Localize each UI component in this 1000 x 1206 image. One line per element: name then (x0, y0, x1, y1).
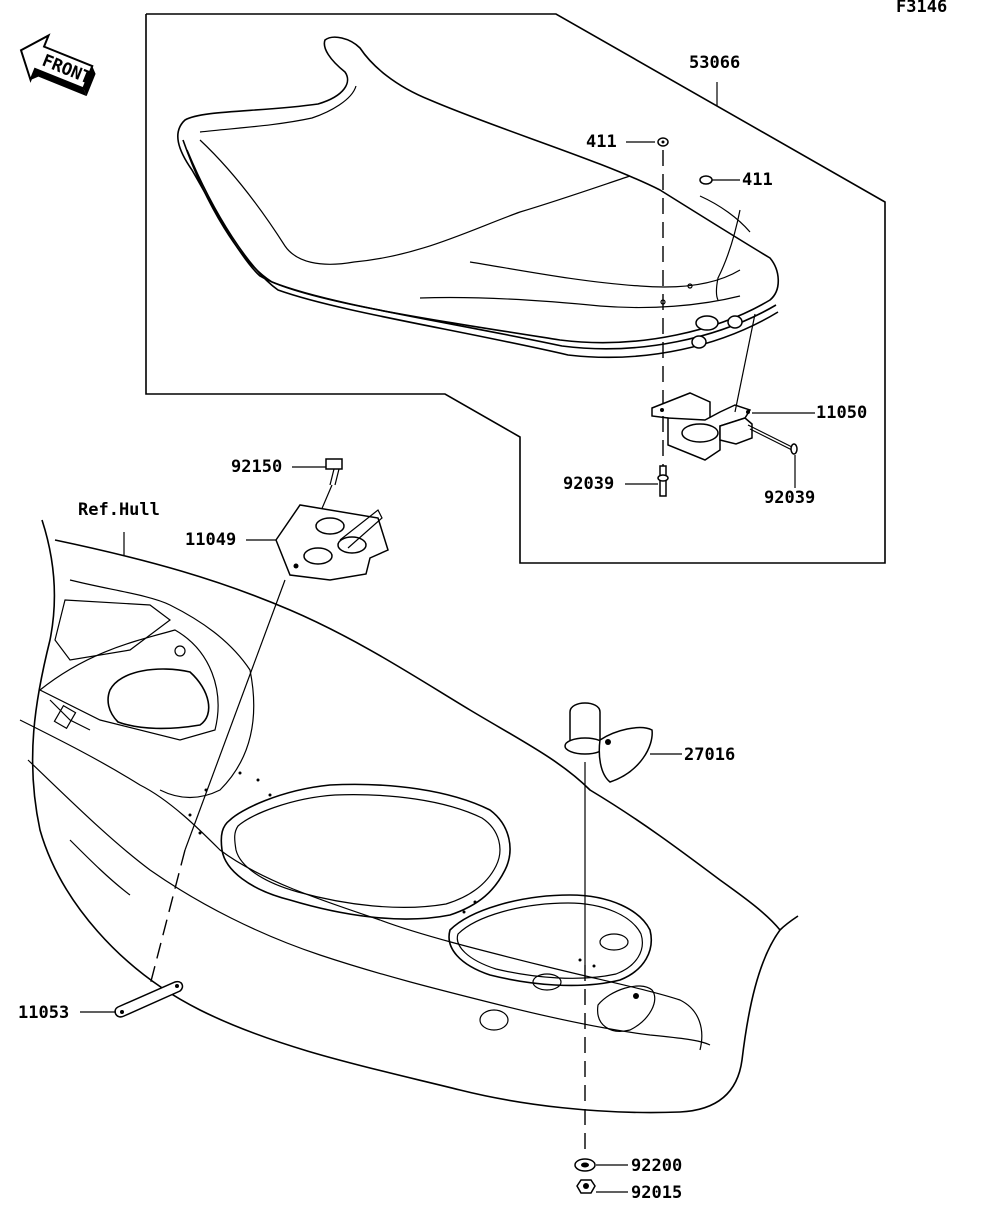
hull (19, 519, 799, 1114)
washer-92200 (574, 1158, 596, 1172)
plate-11049 (275, 504, 389, 581)
callout-92150: 92150 (231, 457, 282, 477)
front-arrow-icon: FRONT (19, 33, 96, 97)
callout-11050: 11050 (816, 403, 867, 423)
diagram-id: F3146 (896, 0, 947, 17)
callout-92015: 92015 (631, 1183, 682, 1203)
alignment-line (149, 849, 186, 986)
pin-92039-vertical (657, 416, 669, 497)
bracket-11050 (651, 392, 753, 461)
washer-411-side (699, 175, 713, 185)
ref-hull-label: Ref.Hull (78, 500, 160, 520)
strap-11053 (114, 980, 184, 1018)
seat-assembly-outline (145, 13, 886, 564)
callout-411-side: 411 (742, 170, 773, 190)
callout-92039-side: 92039 (764, 488, 815, 508)
callout-53066: 53066 (689, 53, 740, 73)
nut-92015 (576, 1179, 596, 1194)
callout-11053: 11053 (18, 1003, 69, 1023)
callout-411-top: 411 (586, 132, 617, 152)
callout-27016: 27016 (684, 745, 735, 765)
callout-11049: 11049 (185, 530, 236, 550)
seat (177, 36, 780, 359)
callout-92039-vertical: 92039 (563, 474, 614, 494)
pin-92039-side (747, 424, 798, 455)
washer-411-top (657, 137, 669, 147)
bolt-92150 (325, 458, 343, 486)
callout-92200: 92200 (631, 1156, 682, 1176)
cupholder-27016 (564, 702, 653, 783)
leader-line (734, 313, 756, 413)
leader-line (184, 579, 286, 851)
